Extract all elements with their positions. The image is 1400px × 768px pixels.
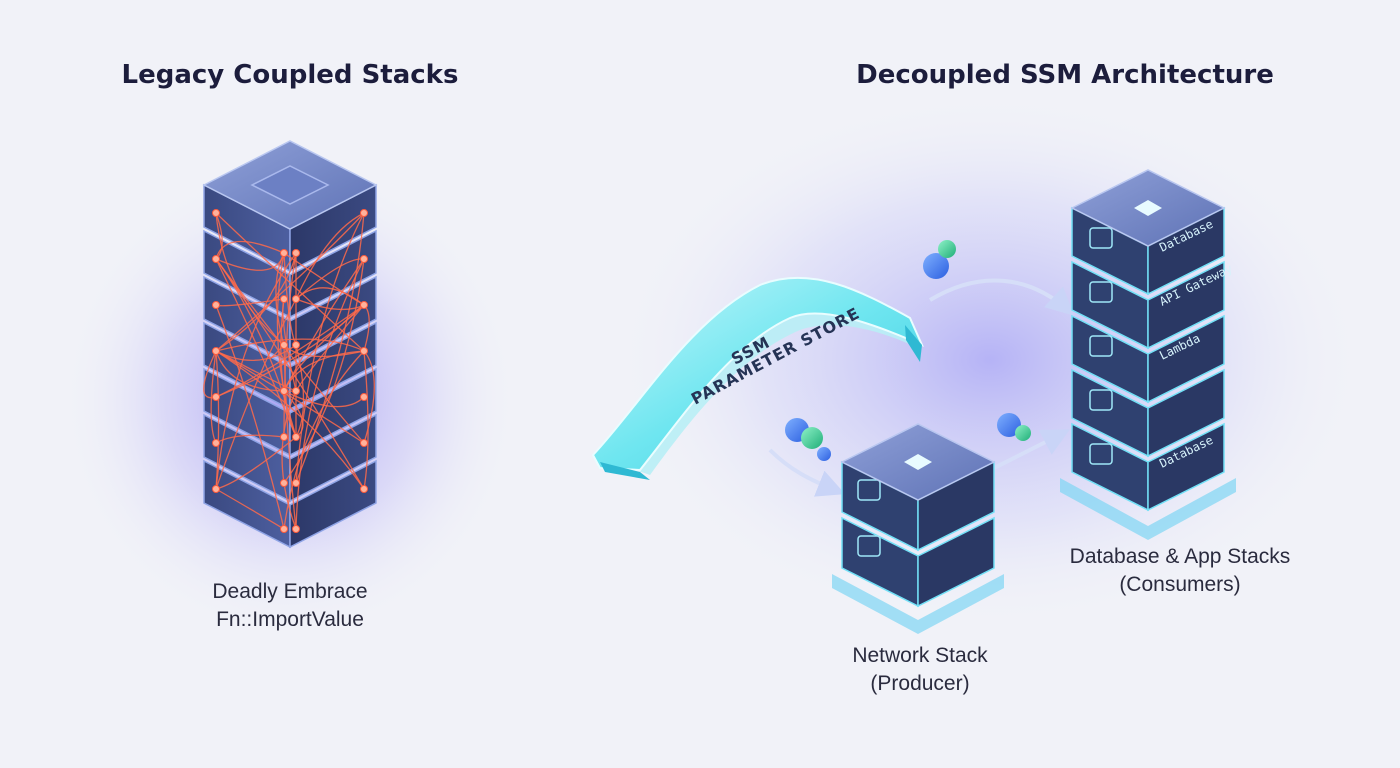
consumers-caption-line1: Database & App Stacks — [1069, 545, 1291, 568]
legacy-coupled-stack — [202, 140, 378, 549]
arrow-bridge-to-consumers — [928, 278, 1075, 316]
ssm-architecture-title: Decoupled SSM Architecture — [856, 60, 1274, 90]
consumers-caption-line2: (Consumers) — [1119, 573, 1241, 596]
legacy-caption-line2: Fn::ImportValue — [216, 608, 364, 631]
coupling-lines — [203, 209, 375, 533]
consumers-caption: Database & App Stacks (Consumers) — [1040, 543, 1320, 599]
api-gateway-icon — [1089, 281, 1113, 303]
arrow-bridge-to-producer — [768, 448, 846, 497]
legacy-title: Legacy Coupled Stacks — [121, 60, 459, 90]
network-icon — [857, 535, 881, 557]
parameter-spheres-top — [923, 240, 956, 279]
producer-caption-line2: (Producer) — [870, 672, 970, 695]
legacy-caption-line1: Deadly Embrace — [212, 580, 368, 603]
legacy-caption: Deadly Embrace Fn::ImportValue — [170, 578, 410, 634]
database-icon — [1089, 443, 1113, 465]
database-icon — [1089, 227, 1113, 249]
arrow-producer-to-consumers — [989, 429, 1070, 472]
producer-caption: Network Stack (Producer) — [800, 642, 1040, 698]
lambda-icon — [1089, 335, 1113, 357]
producer-caption-line1: Network Stack — [852, 644, 988, 667]
parameter-spheres-right — [997, 413, 1031, 441]
parameter-spheres-left — [785, 418, 831, 461]
lambda-symbol-icon — [1089, 389, 1113, 411]
database-icon — [857, 479, 881, 501]
network-producer-stack — [832, 423, 1004, 634]
